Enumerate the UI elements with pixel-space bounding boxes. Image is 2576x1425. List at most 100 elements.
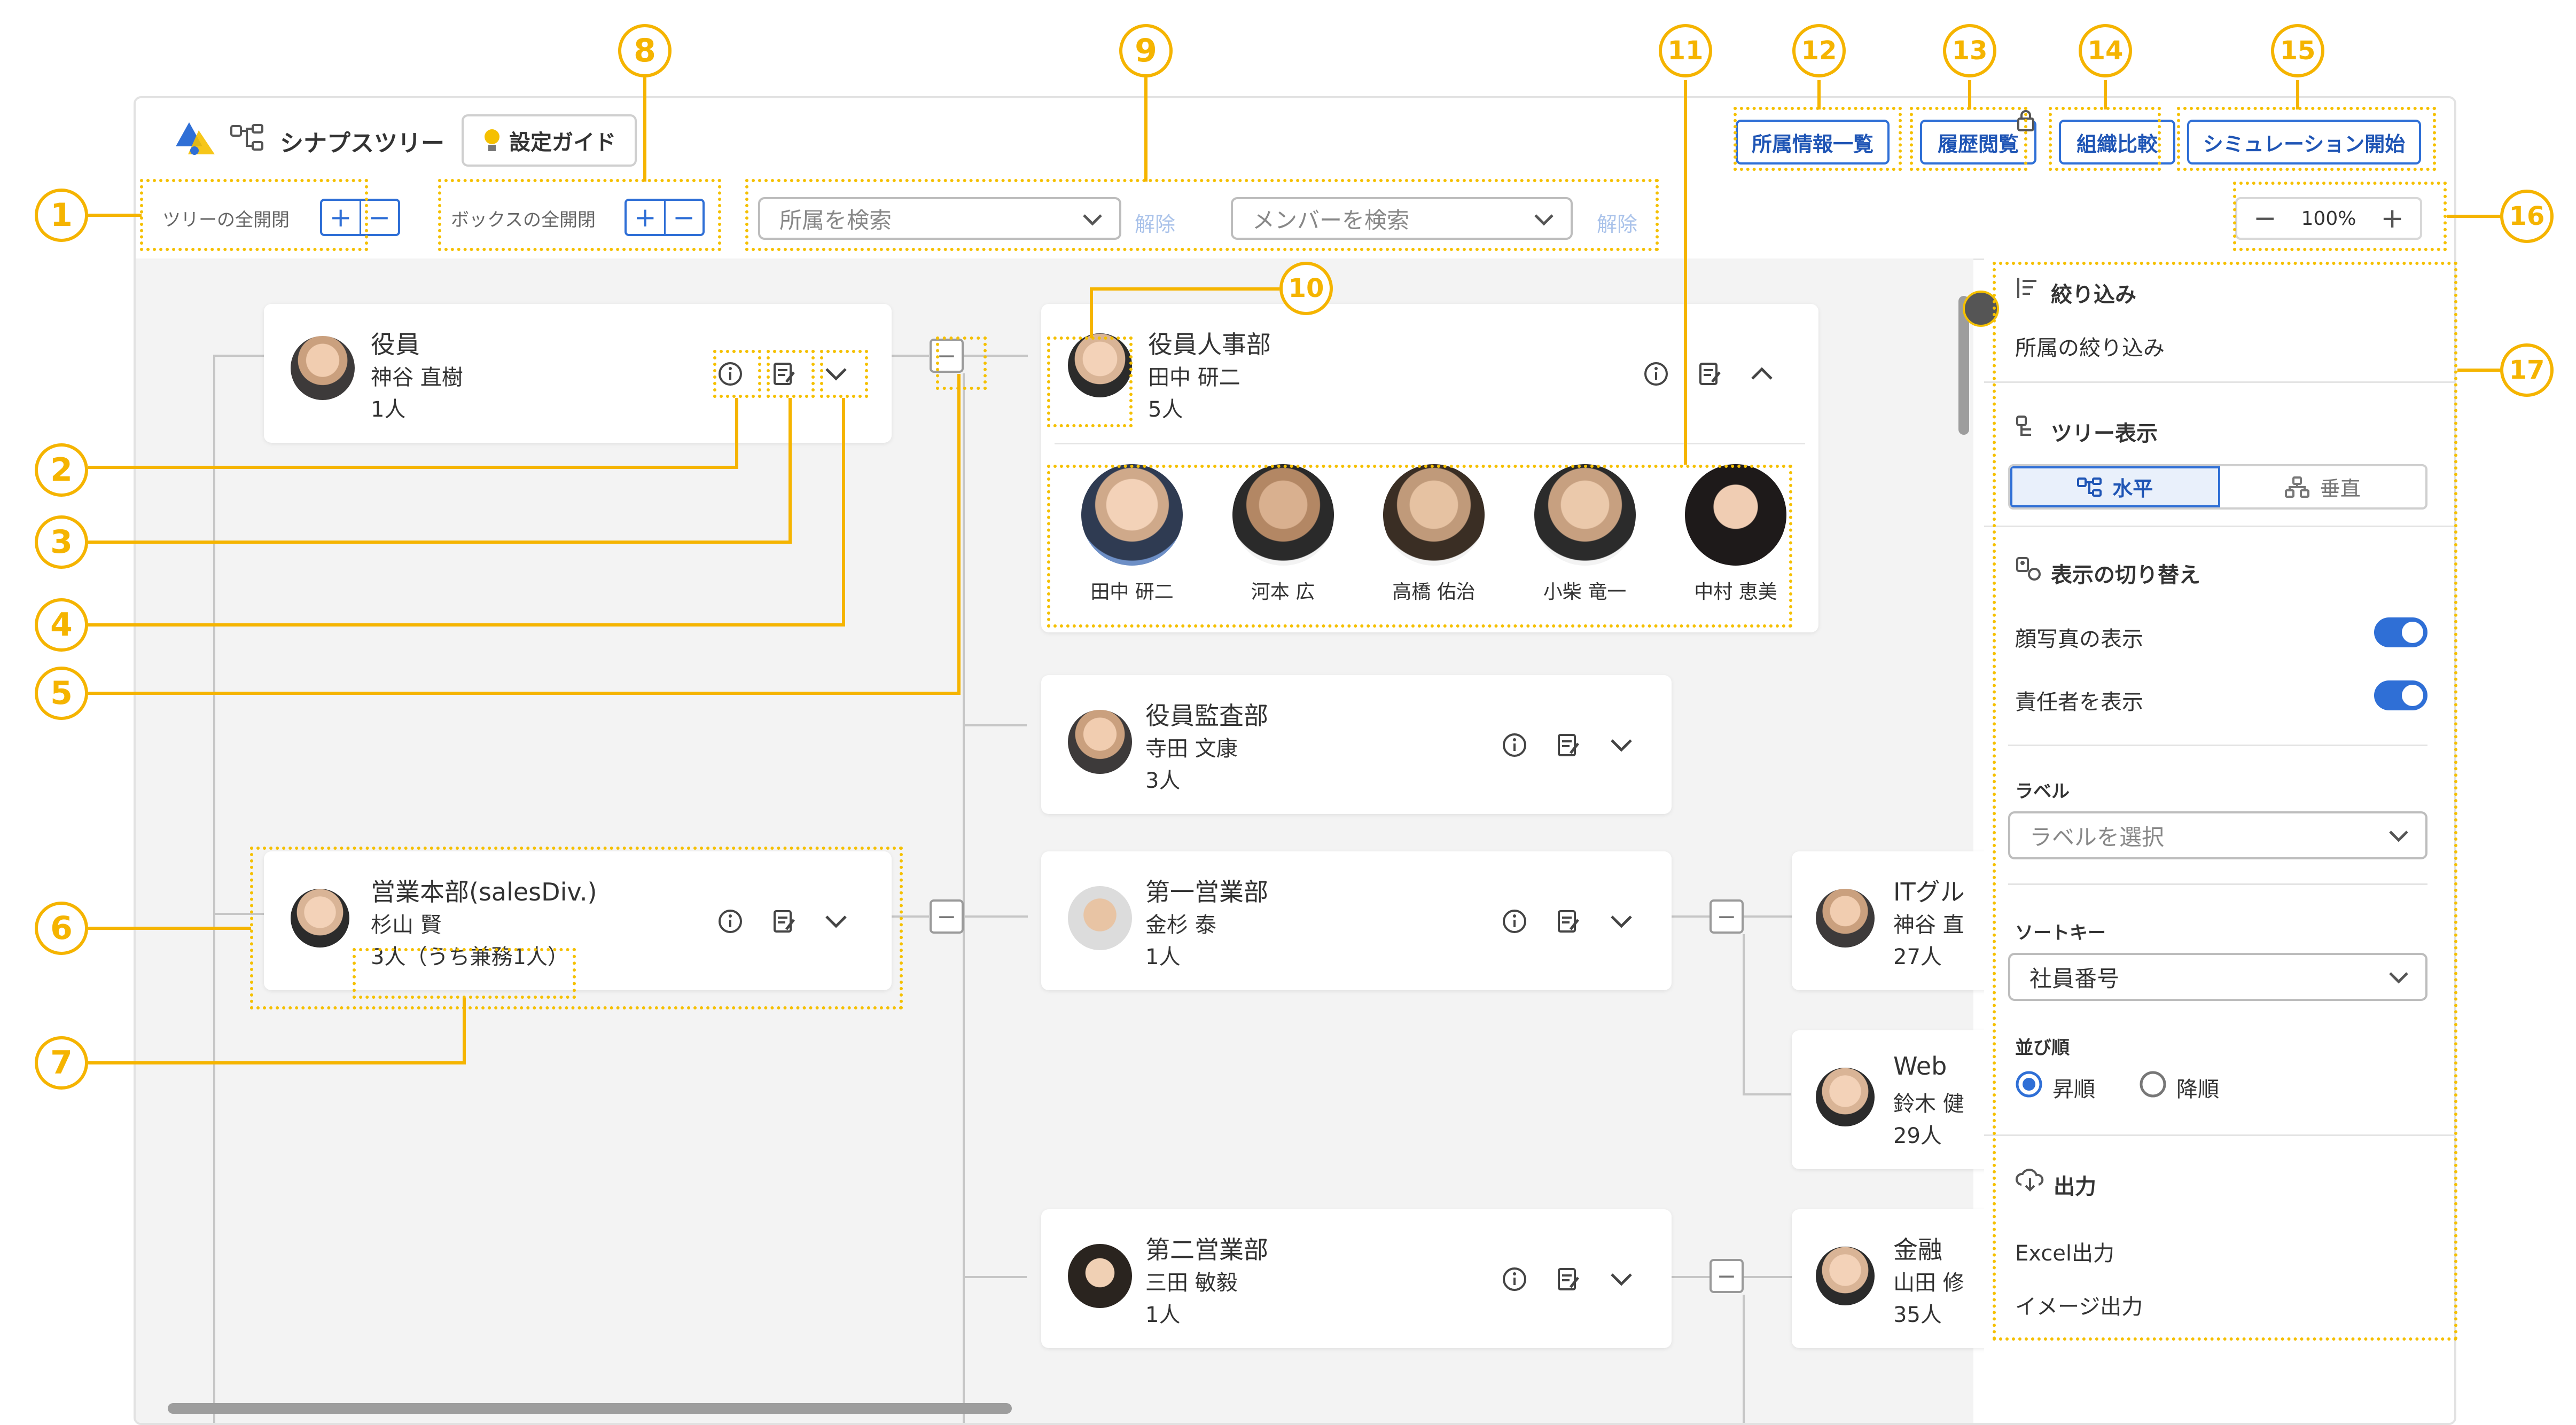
memo-icon[interactable] [767, 357, 800, 390]
zoom-out-button[interactable]: − [2253, 202, 2277, 234]
display-switch-title: 表示の切り替え [2051, 563, 2200, 588]
org-card-it[interactable]: ITグル 神谷 直 27人 [1792, 851, 2005, 990]
info-icon[interactable] [714, 357, 747, 390]
org-card-finance[interactable]: 金融 山田 修 35人 [1792, 1209, 2005, 1348]
member-list: 田中 研二 河本 広 高橋 佑治 小柴 竜一 中村 恵美 [1063, 464, 1800, 619]
history-button[interactable]: 履歴閲覧 [1920, 120, 2036, 165]
member-item[interactable]: 小柴 竜一 [1516, 464, 1649, 619]
org-card-root[interactable]: 役員 神谷 直樹 1人 [264, 304, 892, 443]
member-item[interactable]: 田中 研二 [1063, 464, 1196, 619]
info-icon[interactable] [1498, 905, 1531, 938]
chevron-down-icon[interactable] [1605, 1263, 1638, 1296]
sort-key-title: ソートキー [2015, 922, 2106, 944]
connector [963, 934, 965, 1423]
tree-view-title: ツリー表示 [2051, 421, 2158, 446]
zoom-in-button[interactable]: + [2380, 202, 2404, 234]
memo-icon[interactable] [1693, 357, 1726, 390]
org-compare-button[interactable]: 組織比較 [2059, 120, 2175, 165]
member-item[interactable]: 高橋 佑治 [1364, 464, 1498, 619]
order-desc-radio[interactable] [2139, 1070, 2171, 1102]
tree-view-icon [2016, 416, 2031, 436]
scrollbar-thumb[interactable] [168, 1403, 1012, 1414]
leader-line [88, 692, 961, 695]
callout-box [767, 350, 815, 398]
leader-toggle-switch[interactable] [2374, 680, 2427, 710]
setup-guide-button[interactable]: 設定ガイド [462, 114, 637, 167]
org-leader: 鈴木 健 [1893, 1092, 1964, 1116]
collapse-children-button[interactable]: − [930, 339, 964, 373]
org-count: 27人 [1893, 945, 1942, 969]
box-collapse-all-button[interactable]: − [673, 202, 696, 233]
vertical-option[interactable]: 垂直 [2220, 466, 2426, 507]
member-name: 小柴 竜一 [1543, 581, 1627, 603]
chevron-up-icon[interactable] [1745, 357, 1778, 390]
leader-line [2447, 215, 2503, 218]
org-count: 1人 [371, 397, 406, 422]
divider [1984, 526, 2454, 527]
info-icon[interactable] [714, 905, 747, 938]
chevron-down-icon[interactable] [1605, 905, 1638, 938]
department-search-select[interactable]: 所属を検索 [758, 197, 1121, 240]
tree-canvas[interactable]: − − − − 役員 神谷 直樹 1人 役員人事部 田中 研二 5人 [136, 259, 2005, 1423]
horizontal-option[interactable]: 水平 [2010, 466, 2220, 507]
collapse-children-button[interactable]: − [1709, 1259, 1744, 1293]
org-count: 1人 [1145, 945, 1181, 969]
photo-toggle-switch[interactable] [2374, 617, 2427, 647]
setup-guide-label: 設定ガイド [509, 130, 616, 155]
vertical-scrollbar[interactable] [1957, 269, 1970, 1380]
memo-icon[interactable] [1551, 1263, 1584, 1296]
org-card-sales-1[interactable]: 第一営業部 金杉 泰 1人 [1041, 851, 1672, 990]
info-icon[interactable] [1640, 357, 1673, 390]
org-name: 役員 [371, 330, 420, 359]
tree-expand-all-button[interactable]: + [322, 201, 361, 234]
department-search-clear[interactable]: 解除 [1135, 213, 1176, 236]
member-item[interactable]: 河本 広 [1214, 464, 1347, 619]
member-name: 河本 広 [1251, 581, 1315, 603]
chevron-down-icon [2389, 972, 2408, 984]
label-select[interactable]: ラベルを選択 [2008, 811, 2427, 859]
connector [1744, 1276, 1792, 1278]
org-card-web[interactable]: Web 鈴木 健 29人 [1792, 1030, 2005, 1169]
org-card-hr[interactable]: 役員人事部 田中 研二 5人 田中 研二 河本 広 高橋 佑治 [1041, 304, 1818, 632]
department-list-button[interactable]: 所属情報一覧 [1736, 120, 1890, 165]
sort-key-select[interactable]: 社員番号 [2008, 953, 2427, 1001]
horizontal-scrollbar[interactable] [146, 1401, 1952, 1415]
chevron-down-icon[interactable] [819, 905, 853, 938]
tree-collapse-all-button[interactable]: − [368, 202, 391, 233]
scrollbar-thumb[interactable] [1958, 296, 1969, 435]
org-card-audit[interactable]: 役員監査部 寺田 文康 3人 [1041, 675, 1672, 814]
info-icon[interactable] [1498, 1263, 1531, 1296]
order-asc-radio[interactable] [2015, 1070, 2047, 1102]
callout-number: 3 [35, 515, 88, 569]
callout-box [438, 179, 721, 251]
chevron-down-icon[interactable] [1605, 729, 1638, 762]
member-item[interactable]: 中村 恵美 [1666, 464, 1800, 619]
chevron-down-icon[interactable] [819, 357, 853, 390]
image-output-link[interactable]: イメージ出力 [2015, 1295, 2143, 1319]
info-icon[interactable] [1498, 729, 1531, 762]
simulation-start-button[interactable]: シミュレーション開始 [2187, 120, 2421, 165]
member-search-clear[interactable]: 解除 [1597, 213, 1638, 236]
leader-line [1144, 77, 1148, 182]
box-expand-all-button[interactable]: + [627, 201, 666, 234]
department-filter-item[interactable]: 所属の絞り込み [2015, 336, 2165, 361]
collapse-children-button[interactable]: − [930, 899, 964, 934]
member-search-select[interactable]: メンバーを検索 [1231, 197, 1573, 240]
org-leader: 杉山 賢 [371, 913, 442, 937]
org-card-sales-2[interactable]: 第二営業部 三田 敏毅 1人 [1041, 1209, 1672, 1348]
avatar [1081, 464, 1183, 566]
app-window: シナプスツリー 設定ガイド 所属情報一覧 履歴閲覧 組織比較 シミュレーション開… [134, 96, 2456, 1425]
memo-icon[interactable] [1551, 729, 1584, 762]
memo-icon[interactable] [767, 905, 800, 938]
excel-output-link[interactable]: Excel出力 [2015, 1241, 2114, 1266]
avatar [1816, 1068, 1875, 1126]
connector [963, 373, 965, 993]
collapse-children-button[interactable]: − [1709, 899, 1744, 934]
horizontal-tree-icon [2077, 477, 2102, 497]
memo-icon[interactable] [1551, 905, 1584, 938]
leader-line [842, 398, 845, 625]
org-leader: 寺田 文康 [1145, 737, 1238, 761]
label-select-placeholder: ラベルを選択 [2029, 824, 2165, 850]
member-name: 中村 恵美 [1694, 581, 1777, 603]
settings-panel: 絞り込み 所属の絞り込み ツリー表示 水平 垂直 表示の切り替え 顔写真の表示 … [1963, 259, 2454, 1423]
